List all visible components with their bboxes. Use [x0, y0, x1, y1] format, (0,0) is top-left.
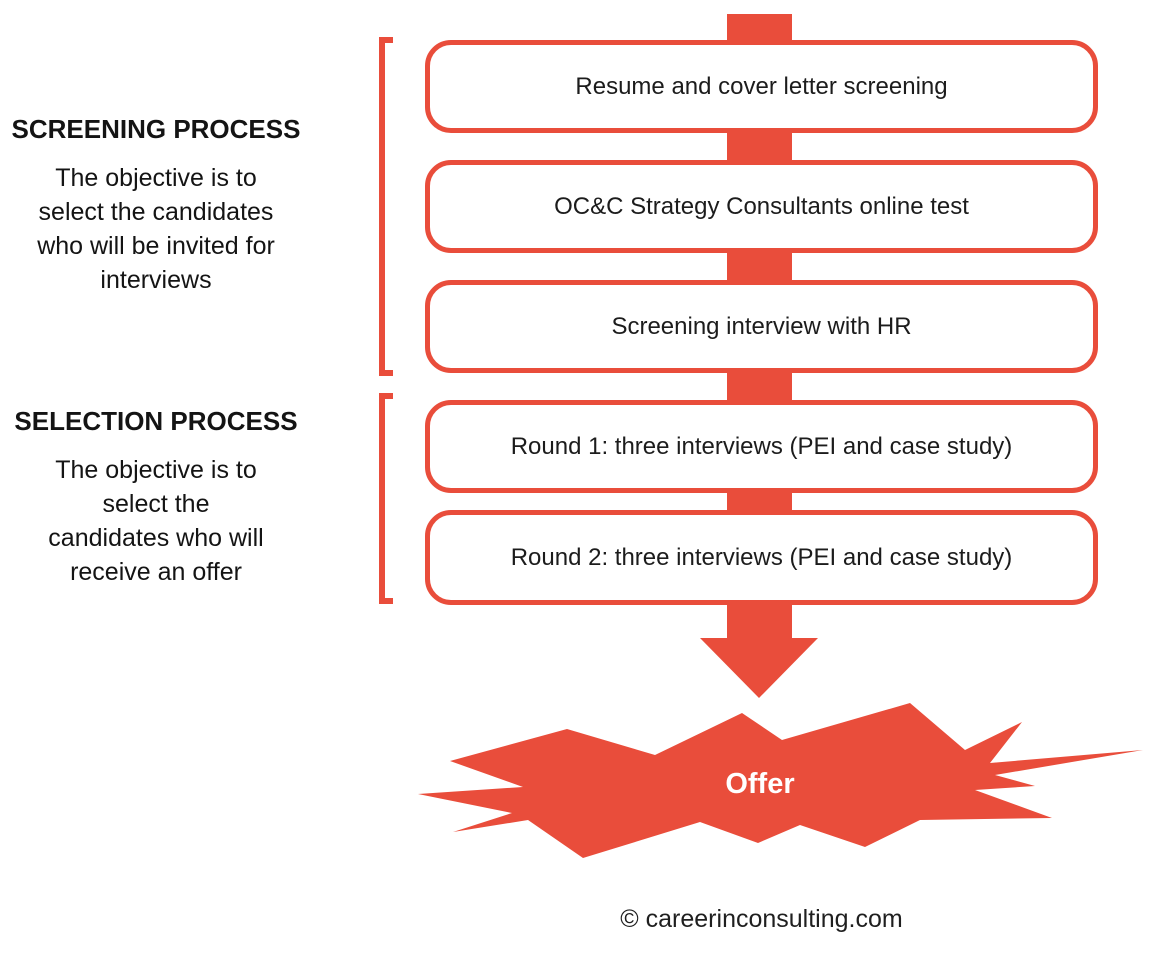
step-label: Round 2: three interviews (PEI and case …: [510, 543, 1013, 571]
down-arrow-icon: [700, 638, 818, 698]
step-label: OC&C Strategy Consultants online test: [554, 192, 969, 220]
flow-connector-4: [727, 491, 792, 514]
footer-credit: © careerinconsulting.com: [620, 905, 903, 933]
flow-connector-1: [727, 129, 792, 164]
step-box-online-test: OC&C Strategy Consultants online test: [425, 160, 1098, 253]
step-box-resume-screening: Resume and cover letter screening: [425, 40, 1098, 133]
screening-bracket: [379, 37, 393, 376]
step-box-round-1: Round 1: three interviews (PEI and case …: [425, 400, 1098, 493]
step-label: Resume and cover letter screening: [575, 72, 948, 100]
flow-connector-3: [727, 369, 792, 404]
flow-connector-2: [727, 249, 792, 284]
screening-process-block: SCREENING PROCESS The objective is to se…: [6, 114, 306, 297]
screening-process-description: The objective is to select the candidate…: [37, 164, 275, 294]
down-arrow-shaft: [727, 601, 792, 640]
offer-starburst-icon: [418, 703, 1143, 858]
selection-process-title: SELECTION PROCESS: [14, 406, 298, 436]
offer-label: Offer: [725, 768, 795, 800]
screening-process-title: SCREENING PROCESS: [11, 114, 301, 144]
flow-connector-top: [727, 14, 792, 44]
selection-process-block: SELECTION PROCESS The objective is to se…: [6, 406, 306, 589]
step-label: Screening interview with HR: [611, 312, 912, 340]
step-label: Round 1: three interviews (PEI and case …: [510, 432, 1013, 460]
selection-bracket: [379, 393, 393, 604]
selection-process-description: The objective is to select the candidate…: [48, 456, 264, 586]
step-box-hr-interview: Screening interview with HR: [425, 280, 1098, 373]
step-box-round-2: Round 2: three interviews (PEI and case …: [425, 510, 1098, 605]
